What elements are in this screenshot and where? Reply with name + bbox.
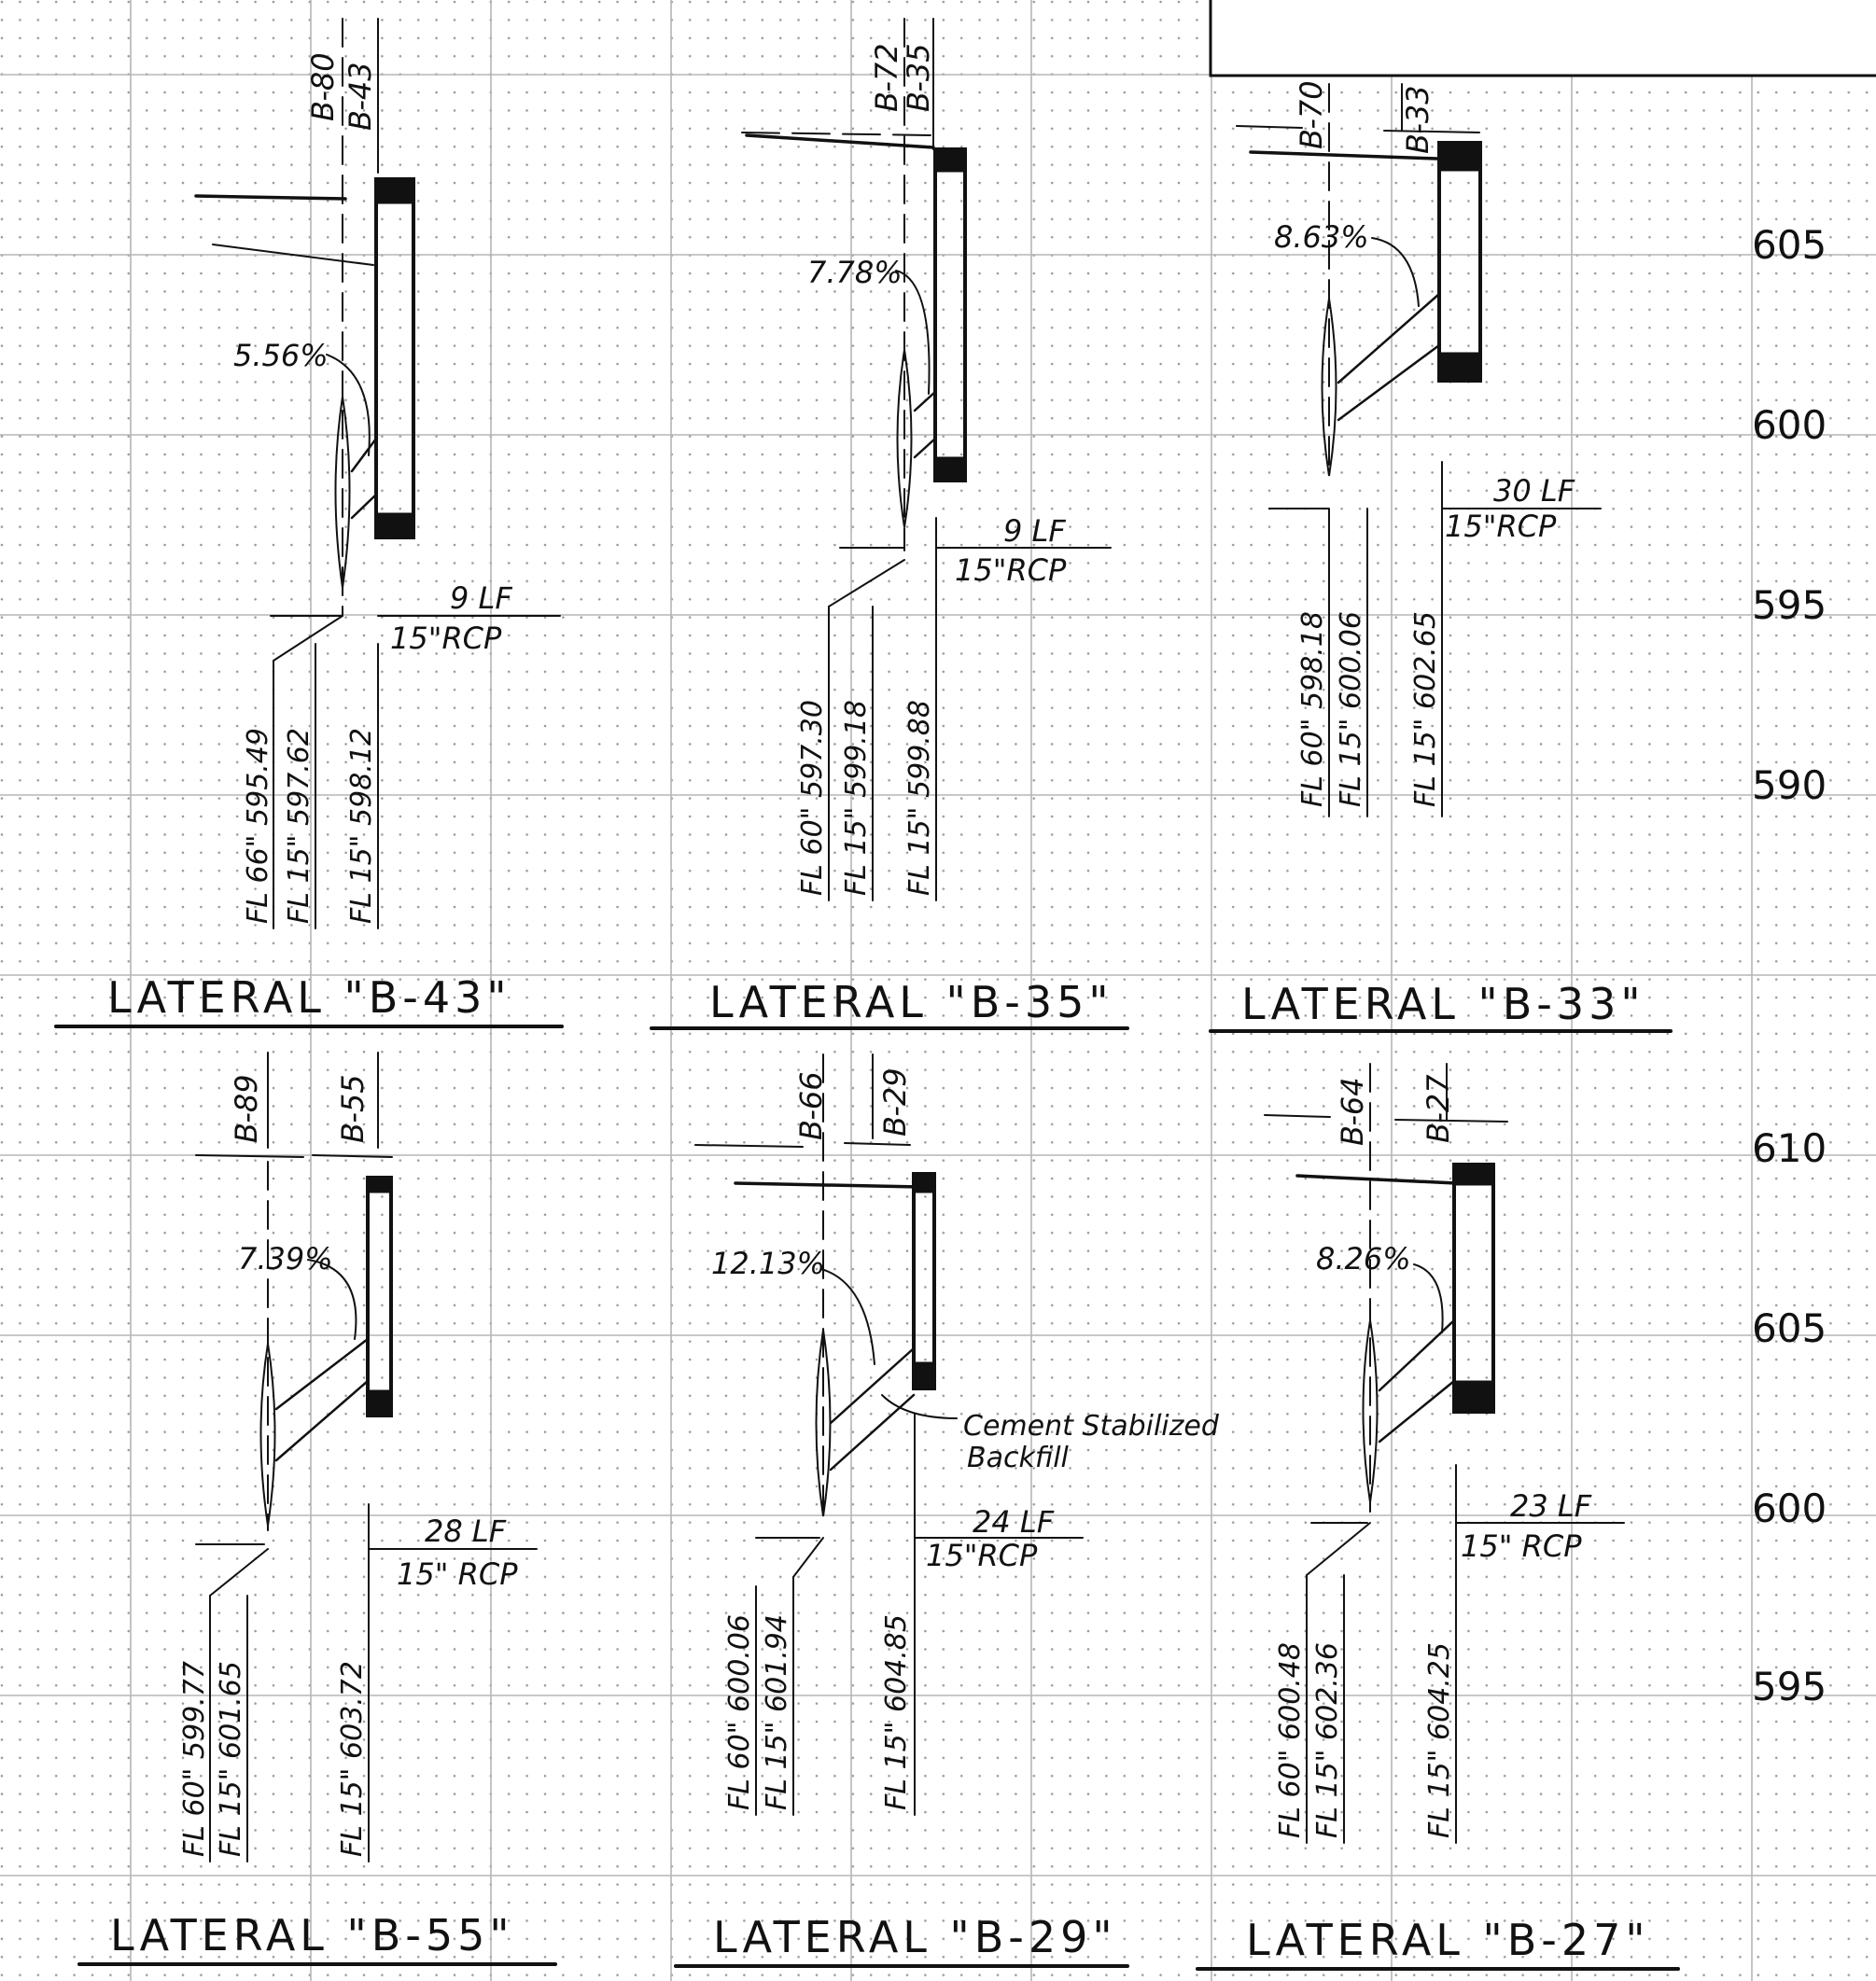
station-label-b-43: B-43 [343, 62, 378, 131]
pipe-length-label: 24 LF [973, 1504, 1055, 1540]
station-label-b-80: B-80 [305, 52, 341, 121]
flowline-label-1: FL 66" 595.49 [242, 728, 274, 924]
station-label-b-66: B-66 [793, 1071, 829, 1140]
flowline-label-3: FL 15" 599.88 [903, 700, 936, 896]
lateral-b-29-text: B-66 B-29 12.13% Cement Stabilized Backf… [711, 1067, 1220, 1962]
elevation-scale-top: 605 600 595 590 [1752, 222, 1827, 808]
pipe-length-label: 9 LF [450, 580, 512, 616]
elevation-scale-bottom: 610 605 600 595 [1752, 1125, 1827, 1709]
flowline-label-2: FL 15" 599.18 [840, 700, 873, 896]
lateral-title-b-33: LATERAL "B-33" [1241, 979, 1645, 1029]
station-label-b-72: B-72 [869, 43, 904, 112]
flowline-label-1: FL 60" 597.30 [796, 700, 829, 896]
elev-label-595-bottom: 595 [1752, 1664, 1827, 1709]
flowline-label-3: FL 15" 604.85 [880, 1614, 913, 1810]
station-label-b-89: B-89 [229, 1074, 264, 1143]
lateral-b-35-text: B-72 B-35 7.78% 9 LF 15"RCP FL 60" 597.3… [709, 43, 1113, 1027]
elev-label-595-top: 595 [1752, 582, 1827, 628]
pipe-size-label: 15" RCP [1461, 1528, 1582, 1564]
pipe-size-label: 15"RCP [390, 621, 502, 656]
station-label-b-27: B-27 [1421, 1074, 1456, 1143]
lateral-b-55-text: B-89 B-55 7.39% 28 LF 15" RCP FL 60" 599… [110, 1074, 518, 1960]
pipe-length-label: 23 LF [1510, 1488, 1592, 1524]
flowline-label-3: FL 15" 604.25 [1423, 1642, 1456, 1838]
lateral-b-33-text: B-70 B-33 8.63% 30 LF 15"RCP FL 60" 598.… [1241, 80, 1645, 1029]
station-label-b-35: B-35 [901, 43, 936, 112]
flowline-label-2: FL 15" 601.65 [215, 1661, 247, 1857]
pipe-size-label: 15"RCP [926, 1538, 1038, 1573]
lateral-title-b-43: LATERAL "B-43" [107, 972, 511, 1023]
elev-label-605-top: 605 [1752, 222, 1827, 268]
pipe-size-label: 15"RCP [1445, 509, 1557, 544]
slope-label: 8.63% [1274, 219, 1369, 255]
station-label-b-70: B-70 [1294, 80, 1329, 149]
pipe-size-label: 15"RCP [955, 552, 1067, 588]
flowline-label-3: FL 15" 598.12 [345, 728, 378, 924]
flowline-label-2: FL 15" 597.62 [283, 728, 315, 924]
slope-label: 12.13% [711, 1246, 825, 1281]
pipe-length-label: 30 LF [1493, 473, 1575, 509]
elev-label-600-top: 600 [1752, 402, 1827, 448]
elev-label-610-bottom: 610 [1752, 1125, 1827, 1171]
slope-label: 7.39% [238, 1241, 333, 1276]
backfill-note-line-1: Cement Stabilized [963, 1410, 1220, 1443]
lateral-b-43-text: B-80 B-43 5.56% 9 LF 15"RCP FL 66" 595.4… [107, 52, 512, 1023]
title-block-box [1209, 0, 1876, 77]
flowline-label-1: FL 60" 599.77 [178, 1661, 211, 1857]
lateral-b-27-text: B-64 B-27 8.26% 23 LF 15" RCP FL 60" 600… [1246, 1074, 1650, 1965]
flowline-label-3: FL 15" 603.72 [336, 1661, 369, 1857]
lateral-b-29 [674, 1053, 1129, 1968]
lateral-title-b-35: LATERAL "B-35" [709, 977, 1113, 1027]
slope-label: 5.56% [233, 338, 329, 373]
lateral-title-b-27: LATERAL "B-27" [1246, 1915, 1650, 1965]
backfill-note-line-2: Backfill [967, 1442, 1070, 1474]
lateral-b-35 [650, 18, 1129, 1030]
pipe-length-label: 28 LF [425, 1514, 507, 1549]
lateral-b-33 [1209, 83, 1673, 1033]
station-label-b-29: B-29 [877, 1067, 913, 1137]
elev-label-600-bottom: 600 [1752, 1486, 1827, 1531]
flowline-label-1: FL 60" 598.18 [1296, 611, 1329, 807]
elev-label-590-top: 590 [1752, 762, 1827, 808]
station-label-b-64: B-64 [1335, 1077, 1370, 1146]
station-label-b-33: B-33 [1400, 85, 1435, 154]
flowline-label-2: FL 15" 600.06 [1335, 611, 1367, 807]
pipe-length-label: 9 LF [1003, 513, 1066, 549]
flowline-label-1: FL 60" 600.06 [723, 1614, 756, 1810]
flowline-label-1: FL 60" 600.48 [1274, 1642, 1307, 1838]
lateral-b-27 [1196, 1063, 1680, 1971]
lateral-title-b-55: LATERAL "B-55" [110, 1910, 514, 1960]
lateral-b-43 [54, 18, 564, 1028]
lateral-b-55 [77, 1052, 557, 1966]
lateral-title-b-29: LATERAL "B-29" [713, 1912, 1117, 1962]
flowline-label-3: FL 15" 602.65 [1409, 611, 1442, 807]
slope-label: 8.26% [1316, 1241, 1411, 1276]
station-label-b-55: B-55 [335, 1074, 371, 1143]
pipe-size-label: 15" RCP [397, 1556, 518, 1592]
flowline-label-2: FL 15" 602.36 [1311, 1642, 1344, 1838]
slope-label: 7.78% [807, 255, 903, 290]
elev-label-605-bottom: 605 [1752, 1305, 1827, 1351]
flowline-label-2: FL 15" 601.94 [761, 1614, 793, 1810]
